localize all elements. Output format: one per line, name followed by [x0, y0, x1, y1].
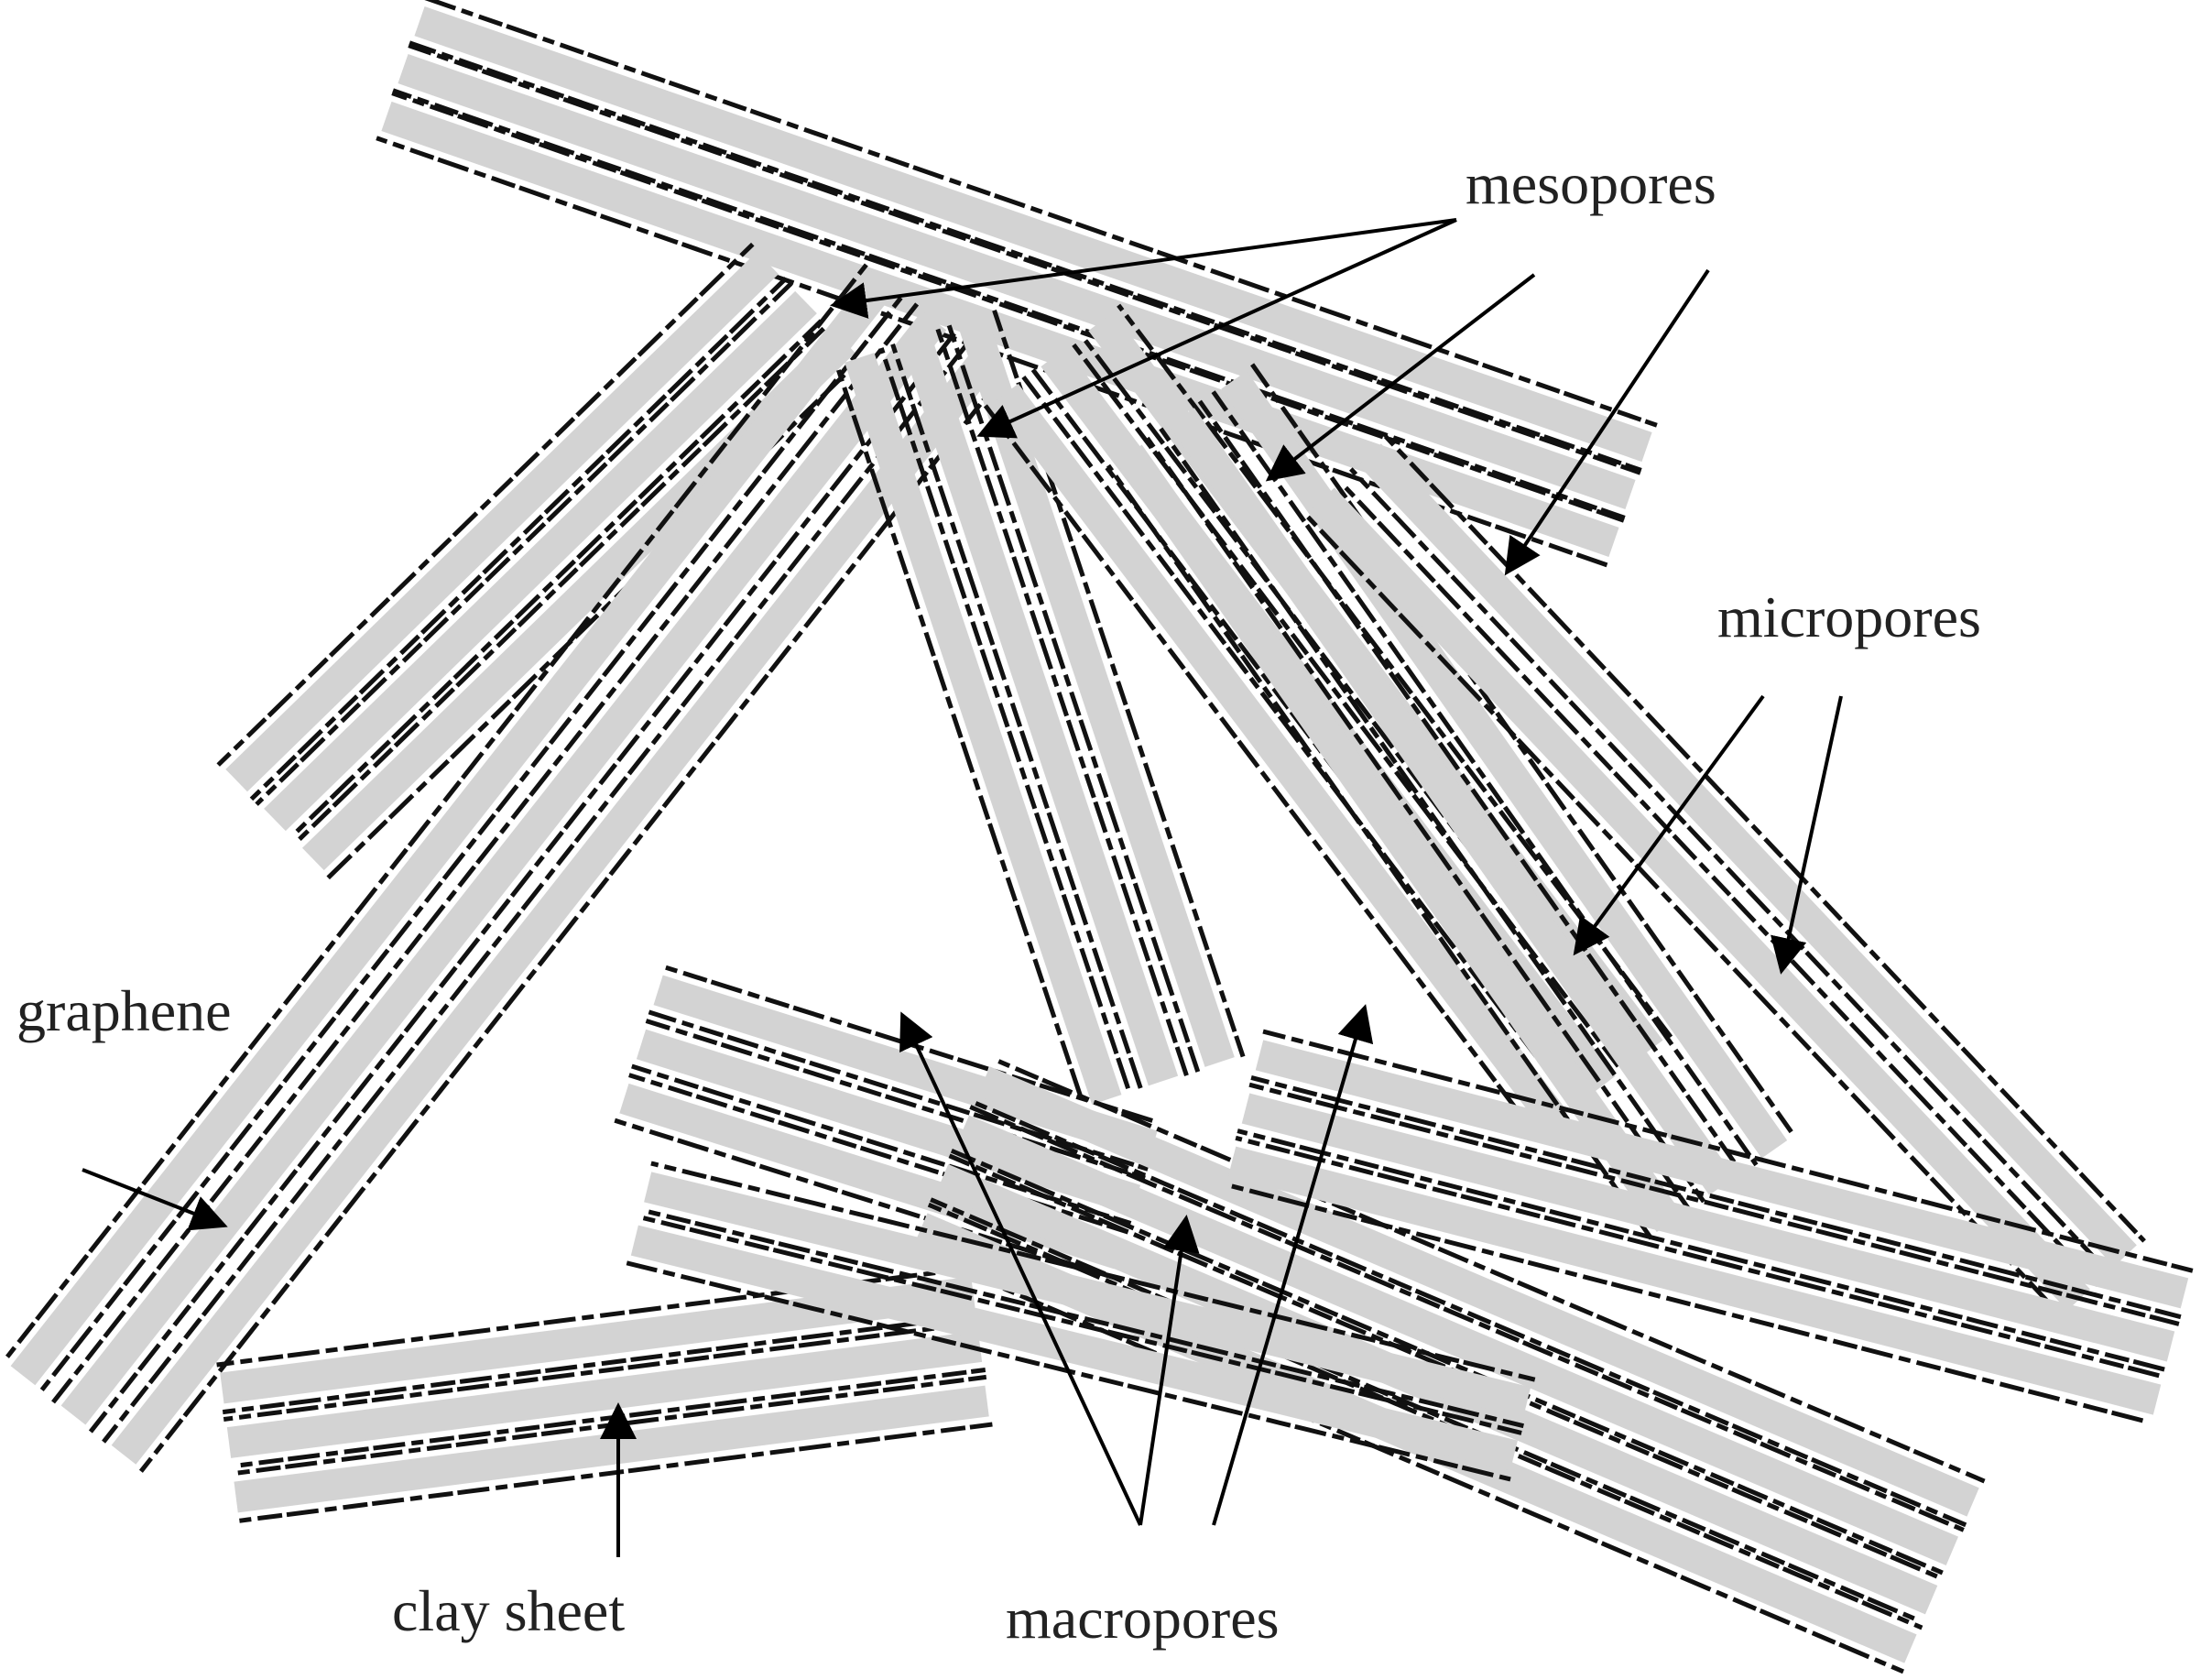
graphene-layer	[1250, 363, 1798, 1139]
graphene-layer	[637, 1214, 1523, 1435]
mesopores-label: mesopores	[1466, 151, 1716, 216]
graphene-layer	[1235, 1135, 2166, 1379]
graphene-layer	[1248, 1082, 2180, 1326]
macropores-label: macropores	[1006, 1586, 1280, 1651]
clay-sheet	[225, 251, 779, 792]
clay-sheet	[10, 271, 897, 1386]
graphene-layer	[1302, 511, 2065, 1320]
graphene-layer	[927, 1202, 1923, 1630]
graphene-layer	[1021, 375, 1578, 1110]
clay-sheet	[844, 353, 1122, 1105]
clay-sheet	[1358, 443, 2137, 1267]
graphene-layer	[88, 332, 956, 1434]
graphene-layer	[38, 292, 906, 1394]
graphene-layer	[1197, 399, 1745, 1176]
graphene-layer	[1069, 339, 1626, 1074]
micropores-arrow-2	[1771, 695, 1843, 975]
clay-sheet	[1116, 444, 1683, 1233]
micropores-label: micropores	[1717, 584, 1981, 649]
graphene-layer	[138, 371, 1007, 1473]
graphene-layer	[878, 347, 1133, 1096]
graphene-layer	[992, 310, 1246, 1058]
graphene-layer	[1223, 1182, 2154, 1426]
graphene-layer	[650, 1161, 1536, 1382]
graphene-layer	[983, 404, 1540, 1139]
graphene-layer	[1336, 478, 2099, 1287]
graphene-layer	[408, 43, 1641, 475]
clay-sheet	[1312, 487, 2090, 1311]
clay-sheet	[234, 1385, 989, 1513]
graphene-layer	[424, 0, 1658, 428]
macropores-arrow-3	[1212, 1004, 1374, 1526]
graphene-layer	[1262, 1029, 2194, 1273]
graphene-layer	[222, 1313, 979, 1415]
graphene-layer	[1145, 436, 1693, 1213]
graphene-layer	[614, 1118, 1115, 1281]
graphene-layer	[391, 91, 1625, 523]
graphene-layer	[909, 1246, 1904, 1674]
clay-sheet	[226, 1331, 983, 1458]
micropores-arrow-1	[1573, 694, 1765, 956]
graphene-layer	[1211, 390, 1759, 1167]
graphene-layer	[236, 1422, 993, 1524]
clay-sheet	[900, 333, 1179, 1086]
clay-sheet	[956, 1115, 1959, 1565]
clay-sheet	[630, 1225, 1518, 1471]
clay-sheet	[1227, 1146, 2162, 1415]
clay-sheet	[1241, 1093, 2175, 1362]
graphene-layer	[930, 1197, 1925, 1625]
graphene-layer	[1237, 1128, 2168, 1373]
graphene-layer	[935, 328, 1189, 1076]
graphene-layer	[392, 88, 1626, 520]
graphene-layer	[946, 324, 1201, 1073]
mesopores-arrow-4	[1504, 268, 1710, 576]
clay-sheet	[1255, 1040, 2189, 1309]
clay-sheet	[1169, 408, 1735, 1195]
mesopores-arrow-3	[1265, 273, 1536, 482]
graphene-layer	[1349, 467, 2112, 1276]
mesopores-arrow-1	[830, 218, 1457, 319]
graphene-arrow	[82, 1168, 228, 1231]
macropores-arrow-1	[899, 1011, 1142, 1526]
graphene-layer	[1, 263, 869, 1365]
clay-sheet	[414, 5, 1652, 463]
graphene-layer	[288, 316, 826, 841]
clay-sheet-label: clay sheet	[392, 1578, 625, 1643]
graphene-layer	[990, 1055, 1986, 1484]
graphene-layer	[971, 1099, 1967, 1528]
graphene-layer	[834, 362, 1087, 1110]
clay-sheet	[993, 383, 1568, 1131]
graphene-layer	[102, 342, 970, 1444]
graphene-layer	[1383, 434, 2146, 1243]
graphene-layer	[1159, 427, 1706, 1204]
graphene-layer	[1106, 463, 1653, 1240]
clay-sheet	[644, 1172, 1531, 1418]
clay-sheet	[264, 290, 817, 832]
annotation-arrows	[82, 218, 1843, 1557]
graphene-layer	[969, 1105, 1965, 1532]
graphene-layer	[638, 1207, 1524, 1429]
graphene-layer	[249, 277, 788, 801]
graphene-layer	[216, 242, 755, 767]
graphene-layer	[1250, 1075, 2182, 1320]
clay-sheet	[977, 1066, 1979, 1517]
graphene-label: graphene	[16, 978, 232, 1043]
graphene-layer	[645, 1019, 1146, 1181]
clay-sheet	[111, 350, 997, 1465]
annotation-labels: mesopores micropores graphene clay sheet…	[16, 151, 1981, 1651]
graphene-layer	[890, 343, 1144, 1092]
graphene-layer	[255, 281, 793, 806]
macropores-arrow-2	[1139, 1215, 1200, 1526]
graphene-layer	[293, 321, 832, 845]
mesopores-arrow-2	[976, 218, 1457, 439]
graphene-layer	[948, 1153, 1945, 1582]
graphene-layer	[950, 1148, 1946, 1576]
clay-sheet	[60, 311, 947, 1425]
graphene-layer	[223, 1320, 980, 1423]
